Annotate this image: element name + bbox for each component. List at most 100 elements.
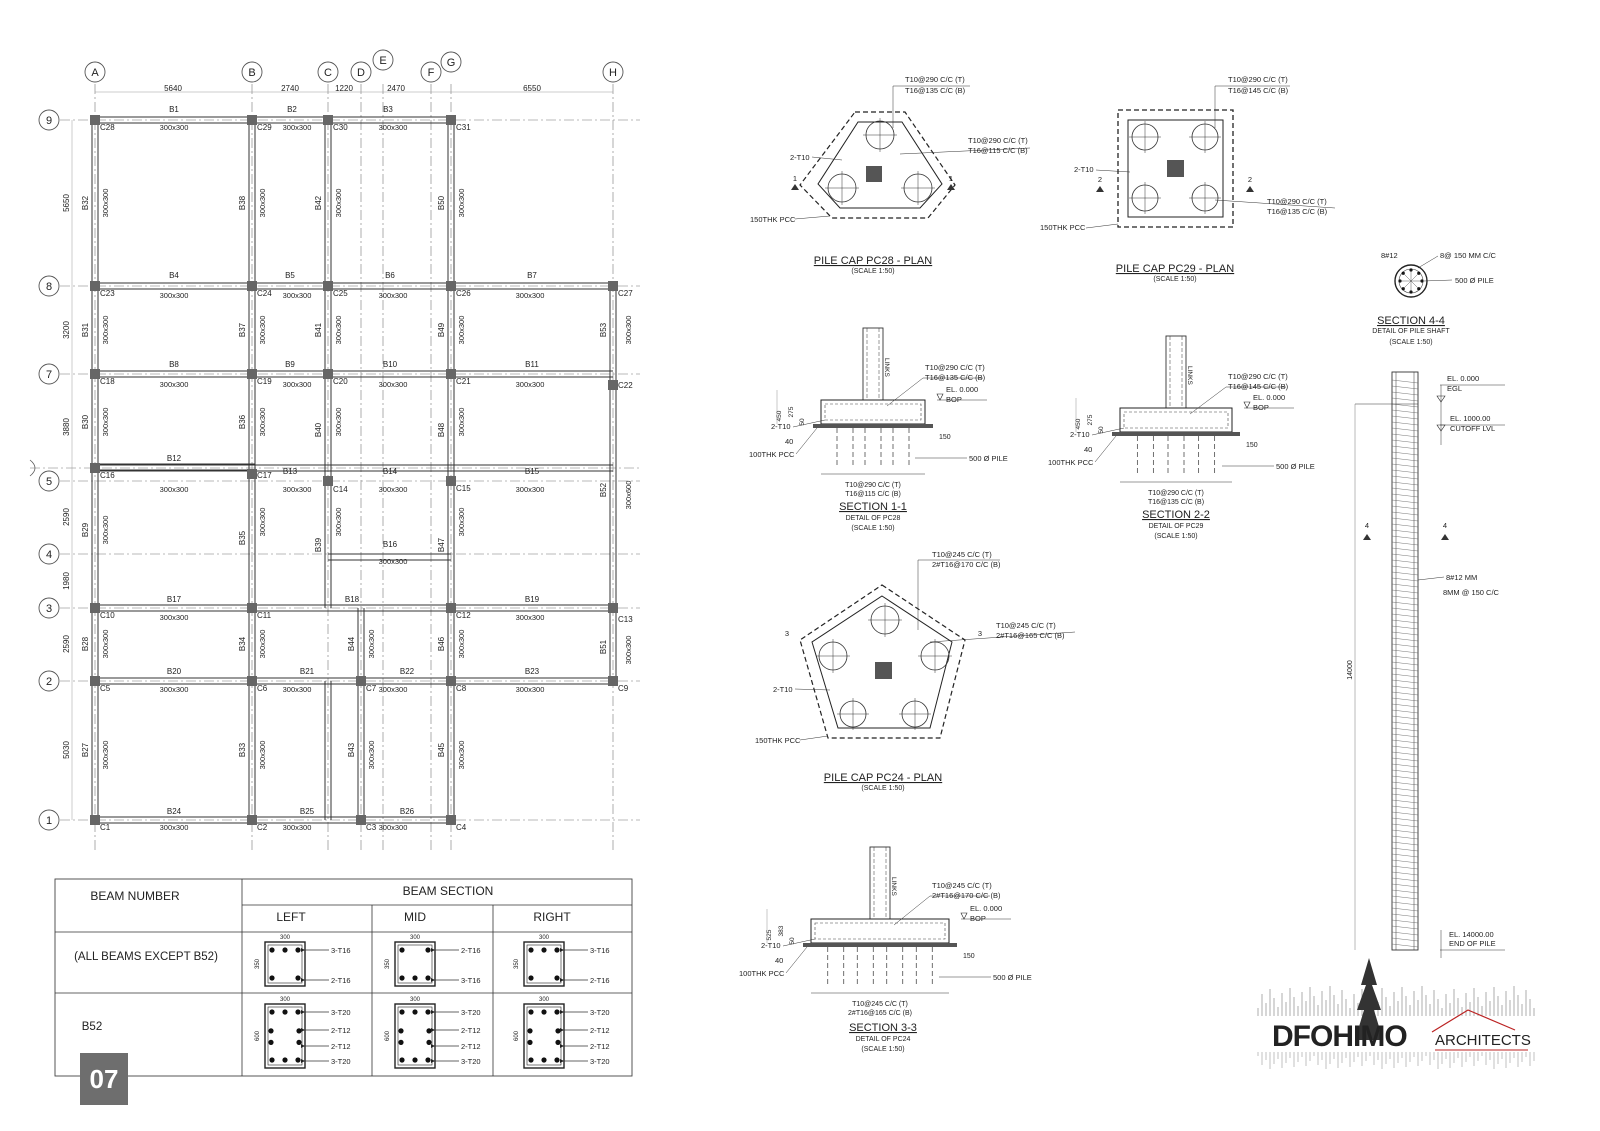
label: (SCALE 1:50) [1154, 533, 1197, 540]
beam-size: 300x300 [334, 316, 343, 345]
dimension: 350 [385, 958, 391, 969]
line [1391, 631, 1419, 636]
label: 2-T10 [771, 422, 791, 431]
column-label: C15 [456, 484, 471, 493]
line [1391, 643, 1419, 648]
rebar-label: 3-T20 [331, 1008, 351, 1017]
grid-label: C [324, 67, 332, 79]
grid-bubble [38, 109, 60, 131]
grid-bubble [350, 61, 372, 83]
beam-size: 300x300 [101, 316, 110, 345]
pile-cap-pc24: T10@245 C/C (T)2#T16@170 C/C (B)T10@245 … [755, 550, 1076, 792]
grid-bubble [317, 61, 339, 83]
beam-size: 300x300 [457, 189, 466, 218]
beam-size: 300x600 [624, 481, 633, 510]
label: 450 [776, 410, 783, 421]
rebar-label: 2-T12 [331, 1042, 351, 1051]
column [90, 603, 100, 613]
dimension: 2590 [62, 635, 71, 653]
level-mark [1243, 401, 1251, 409]
line [1391, 649, 1419, 654]
dimension: 1220 [335, 84, 353, 93]
label: EL. 0.000 [946, 385, 978, 394]
rebar [528, 947, 534, 953]
line [1391, 679, 1419, 684]
line [1214, 199, 1336, 209]
beam-label: B50 [437, 195, 446, 210]
beam-size: 300x300 [457, 508, 466, 537]
label: T16@135 C/C (B) [905, 86, 966, 95]
grid-bubble [38, 275, 60, 297]
column-label: C21 [456, 377, 471, 386]
line [1391, 751, 1419, 756]
beam-size: 300x300 [457, 408, 466, 437]
column [90, 463, 100, 473]
beam-label: B2 [287, 105, 297, 114]
stirrup [267, 944, 303, 984]
beam-size: 300x300 [334, 189, 343, 218]
grid-label: A [91, 67, 99, 79]
rebar [528, 975, 534, 981]
line [1391, 829, 1419, 834]
logo-name: DFOHIMO [1272, 1020, 1407, 1053]
grid-bubble [38, 597, 60, 619]
label: 150THK PCC [1040, 223, 1086, 232]
beam-label: B21 [300, 667, 315, 676]
label: 100THK PCC [749, 450, 795, 459]
table-frame [54, 878, 633, 1077]
column [446, 815, 456, 825]
rebar-label: 3-T20 [331, 1057, 351, 1066]
label: T10@245 C/C (T) [996, 621, 1056, 630]
line [1391, 691, 1419, 696]
grid-label: 5 [46, 476, 52, 488]
line [1391, 439, 1419, 444]
label: EL. 0.000 [1253, 393, 1285, 402]
label: (SCALE 1:50) [851, 525, 894, 532]
dimension: 300 [280, 997, 291, 1003]
column [323, 476, 333, 486]
grid-bubble [38, 470, 60, 492]
column [608, 380, 618, 390]
line [1391, 733, 1419, 738]
grid-label: E [379, 55, 386, 67]
beam-label: B12 [167, 454, 182, 463]
line [1391, 397, 1419, 402]
label: T10@290 C/C (T) [905, 75, 965, 84]
beam-size: 300x300 [160, 291, 189, 300]
beam-size: 300x300 [457, 630, 466, 659]
rebar [412, 1009, 418, 1015]
label: T10@290 C/C (T) [968, 136, 1028, 145]
line [1391, 793, 1419, 798]
beam-size: 300x300 [283, 685, 312, 694]
beam-size: 300x300 [258, 316, 267, 345]
rebar [399, 1009, 405, 1015]
line [1391, 577, 1419, 582]
column-stub [866, 166, 882, 182]
beam-label: B48 [437, 422, 446, 437]
line [1391, 787, 1419, 792]
beam-label: B40 [314, 422, 323, 437]
label: EL. 0.000 [970, 904, 1002, 913]
rebar [554, 1057, 560, 1063]
grid-label: 7 [46, 369, 52, 381]
beam-label: B14 [383, 467, 398, 476]
line [1391, 655, 1419, 660]
dimension: 5030 [62, 741, 71, 759]
beam-label: B44 [347, 636, 356, 651]
line [1391, 745, 1419, 750]
grid-label: 4 [46, 549, 52, 561]
rebar [399, 1057, 405, 1063]
beam-label: B41 [314, 322, 323, 337]
label: CUTOFF LVL [1450, 424, 1495, 433]
pile-shaft [1391, 371, 1419, 951]
section-arrow [1246, 186, 1254, 192]
table-header: RIGHT [533, 910, 571, 924]
column-label: C11 [257, 611, 272, 620]
rebar [528, 1057, 534, 1063]
stirrup [397, 944, 433, 984]
grid-bubble [38, 363, 60, 385]
label: SECTION 4-4 [1377, 315, 1445, 327]
